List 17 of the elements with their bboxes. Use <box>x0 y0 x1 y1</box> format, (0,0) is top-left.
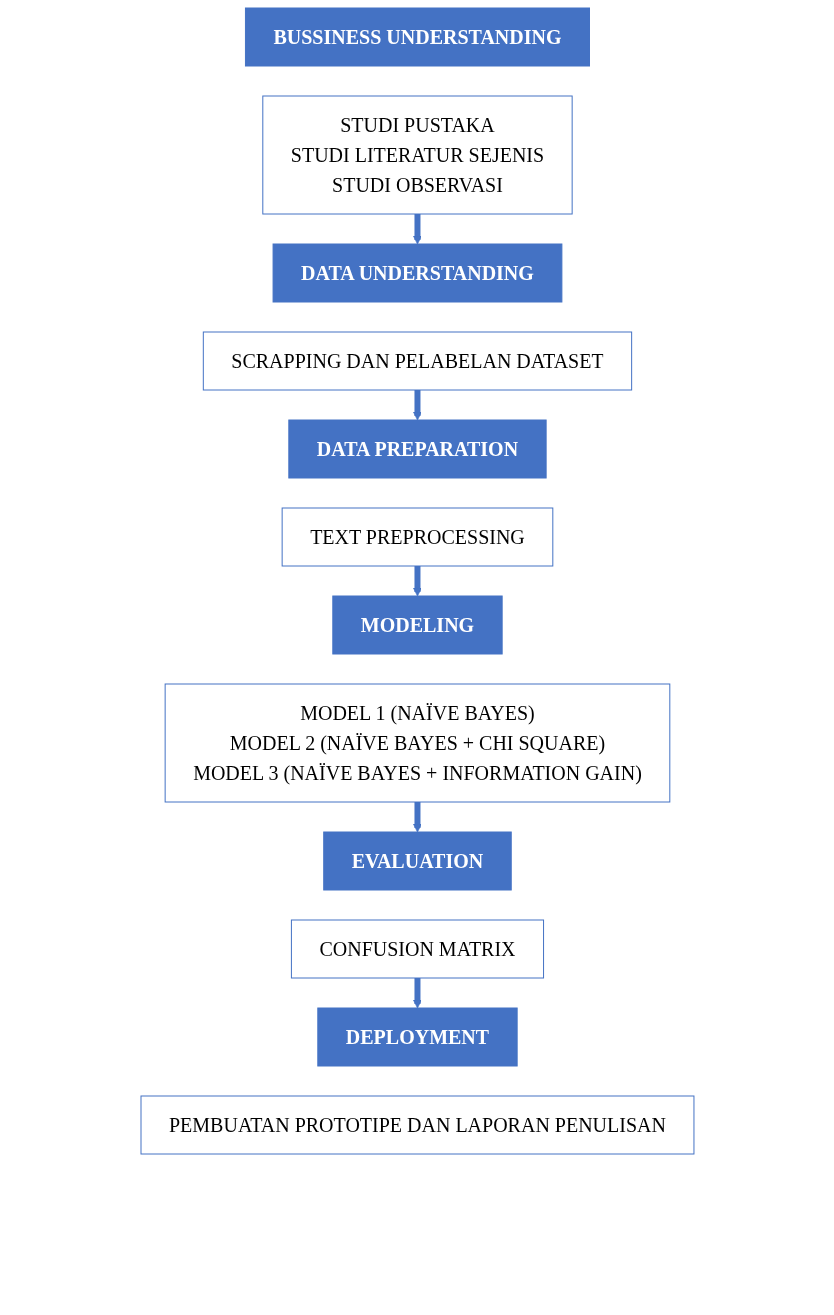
node-box: BUSSINESS UNDERSTANDING <box>244 7 590 67</box>
arrow <box>412 801 422 833</box>
node-box: MODEL 1 (NAÏVE BAYES) MODEL 2 (NAÏVE BAYES + CHI SQUARE) MODEL 3 (NAÏVE BAYES + INFORMATION GAIN) <box>164 683 670 803</box>
node-box: EVALUATION <box>322 831 512 891</box>
node-box: DATA UNDERSTANDING <box>272 243 562 303</box>
arrow <box>412 389 422 421</box>
node-box: TEXT PREPROCESSING <box>281 507 553 567</box>
arrow <box>412 977 422 1009</box>
node-box: MODELING <box>331 595 503 655</box>
node-box: PEMBUATAN PROTOTIPE DAN LAPORAN PENULISAN <box>140 1095 694 1155</box>
node-box: DATA PREPARATION <box>287 419 547 479</box>
node-box: CONFUSION MATRIX <box>290 919 544 979</box>
arrow <box>412 565 422 597</box>
node-box: STUDI PUSTAKA STUDI LITERATUR SEJENIS STUDI OBSERVASI <box>261 95 573 215</box>
node-box: DEPLOYMENT <box>316 1007 518 1067</box>
arrow <box>412 213 422 245</box>
node-box: SCRAPPING DAN PELABELAN DATASET <box>202 331 632 391</box>
